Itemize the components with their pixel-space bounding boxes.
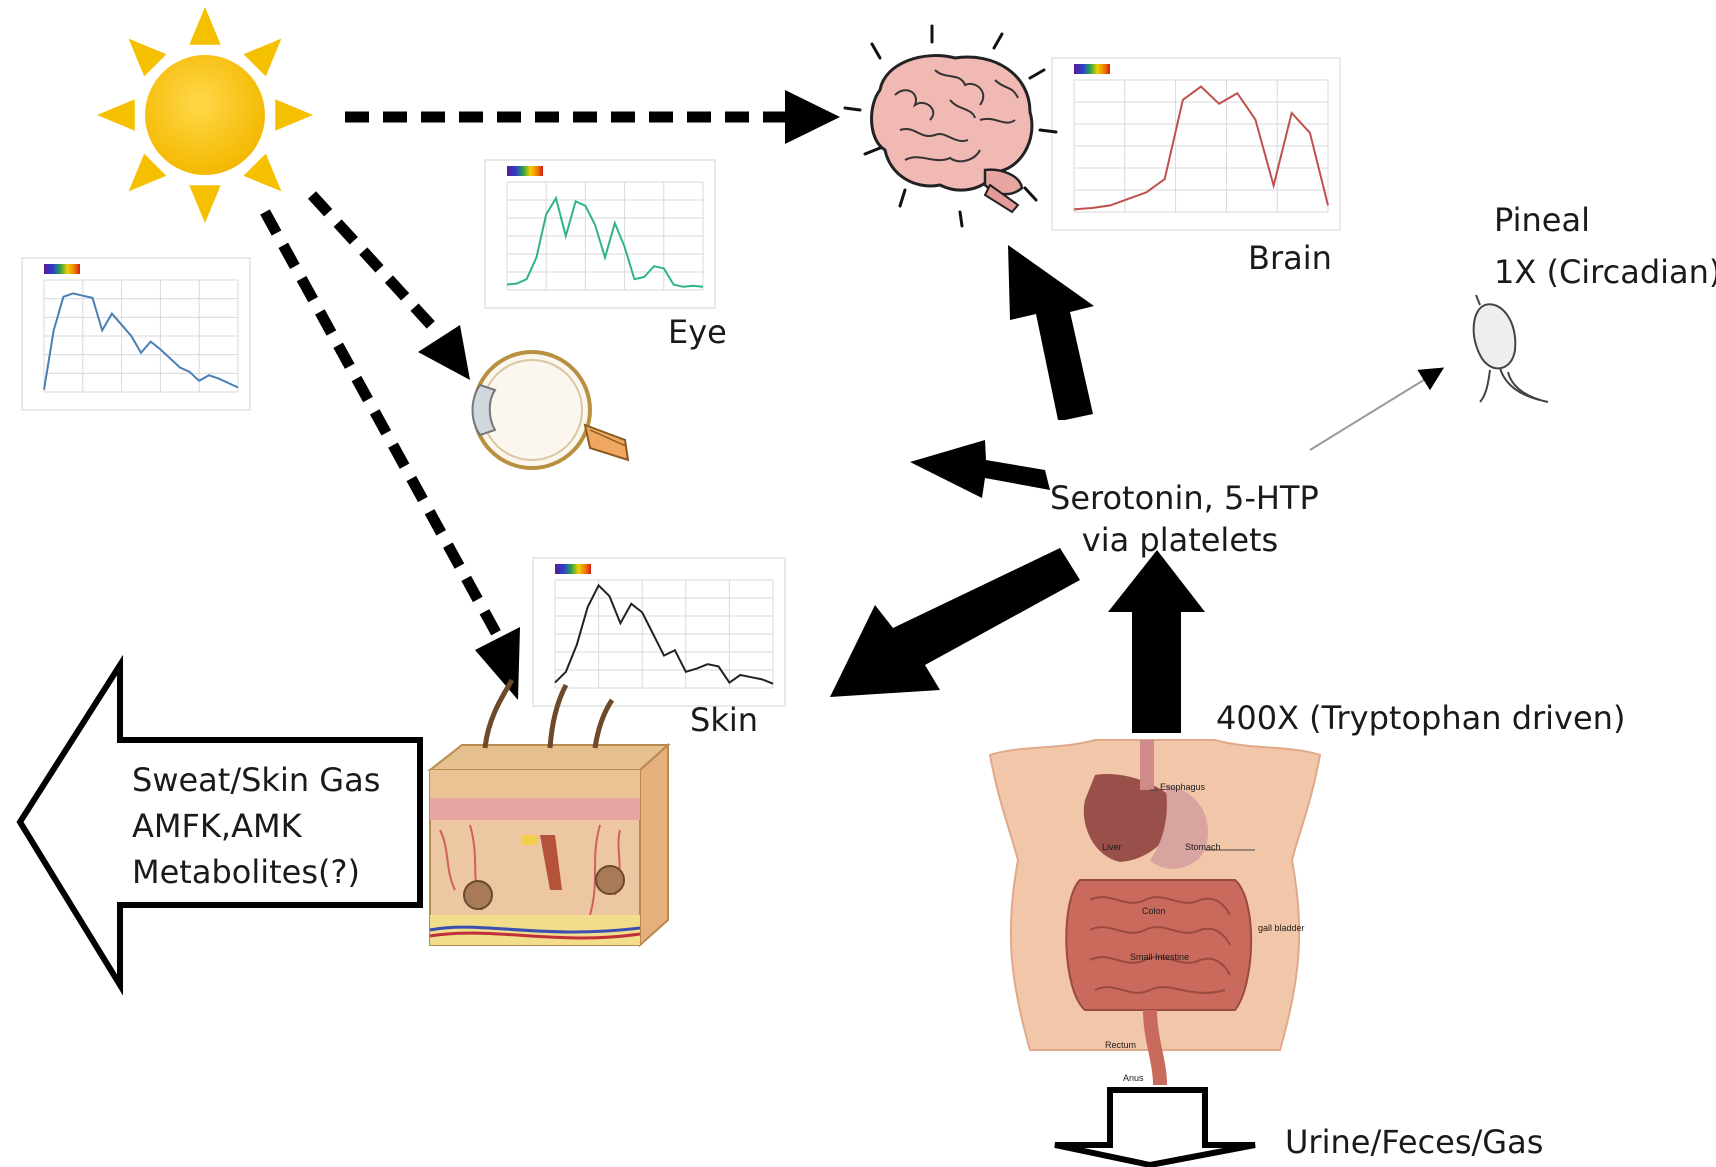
light-path-to-eye: [312, 195, 470, 380]
skin-spectrum-chart: [533, 558, 785, 706]
excretion-label: Urine/Feces/Gas: [1285, 1122, 1543, 1162]
anatomy-stomach-label: Stomach: [1185, 842, 1221, 853]
sun-ray: [244, 154, 282, 192]
anatomy-liver-label: Liver: [1102, 842, 1122, 853]
sun-ray: [189, 185, 220, 223]
anatomy-anus-label: Anus: [1123, 1073, 1144, 1084]
sun-ray: [97, 99, 135, 130]
eye-spectrum-chart: [485, 160, 715, 308]
sun-icon: [97, 7, 313, 223]
sun-ray: [189, 7, 220, 45]
metabolites-amfk-label: AMFK,AMK: [132, 806, 302, 846]
pineal-label: Pineal: [1494, 200, 1590, 240]
arrow-serotonin-to-brain: [1008, 245, 1094, 420]
arrow-serotonin-to-skin: [830, 548, 1080, 697]
sweat-label: Sweat/Skin Gas: [132, 760, 380, 800]
sun-ray: [244, 39, 282, 77]
serotonin-label: Serotonin, 5-HTP: [1050, 478, 1310, 518]
eye-icon: [473, 352, 629, 468]
pineal-ratio-label: 1X (Circadian): [1494, 252, 1716, 292]
sun-ray: [129, 154, 167, 192]
brain-label: Brain: [1248, 238, 1332, 278]
sun-ray: [275, 99, 313, 130]
brain-icon: [845, 26, 1056, 226]
pineal-gland-icon: [1474, 295, 1548, 402]
anatomy-gall-bladder-label: gall bladder: [1258, 923, 1305, 934]
arrow-serotonin-to-eye: [910, 440, 1050, 498]
gut-production-label: 400X (Tryptophan driven): [1216, 698, 1625, 738]
brain-spectrum-chart: [1052, 58, 1340, 230]
skin-tissue-icon: [430, 680, 668, 945]
arrow-to-pineal: [1310, 370, 1440, 450]
skin-label: Skin: [690, 700, 758, 740]
excretion-arrow: [1055, 1090, 1255, 1165]
anatomy-rectum-label: Rectum: [1105, 1040, 1136, 1051]
arrow-gut-to-serotonin: [1108, 550, 1205, 733]
sun-ray: [129, 39, 167, 77]
anatomy-colon-label: Colon: [1142, 906, 1166, 917]
anatomy-small-intestine-label: Small Intestine: [1130, 952, 1189, 963]
metabolites-label: Metabolites(?): [132, 852, 360, 892]
anatomy-esophagus-label: Esophagus: [1160, 782, 1205, 793]
light-path-to-brain: [345, 90, 840, 144]
eye-label: Eye: [668, 312, 727, 352]
platelets-label: via platelets: [1050, 520, 1310, 560]
sky-spectrum-chart: [22, 258, 250, 410]
